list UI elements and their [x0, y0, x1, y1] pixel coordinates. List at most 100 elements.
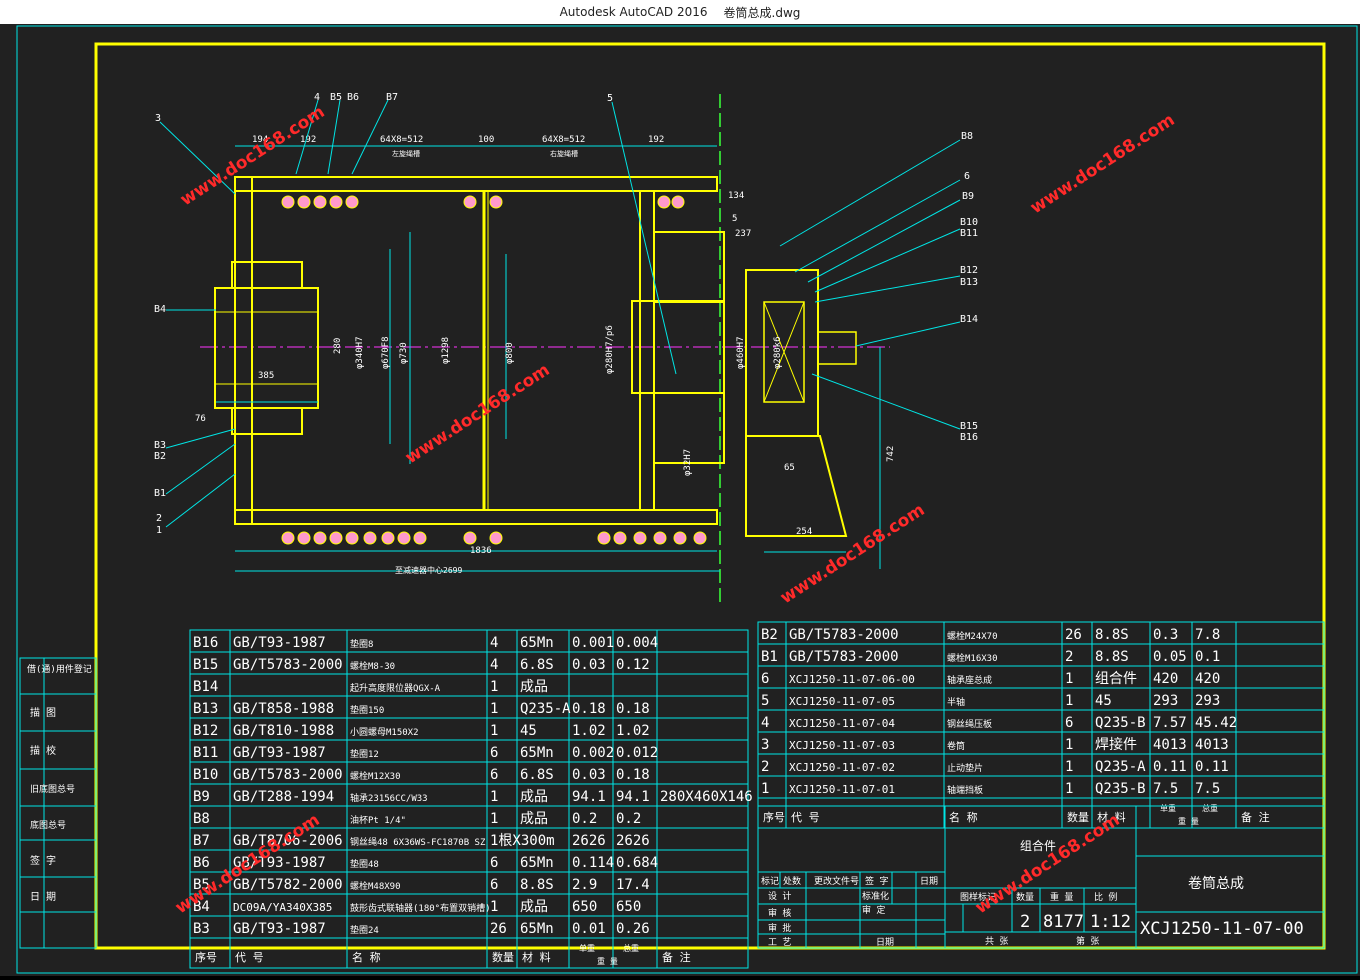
- callout-leaders: [159, 99, 961, 528]
- table-cell: 4: [490, 657, 498, 673]
- table-cell: 起升高度限位器QGX-A: [350, 682, 441, 694]
- table-cell: 280X460X146: [660, 789, 753, 805]
- tb-sheet: 第 张: [1076, 935, 1099, 947]
- rope-groove: [671, 195, 685, 209]
- table-cell: B3: [193, 921, 210, 937]
- drum-assembly-view[interactable]: 194 192 64X8=512 100 64X8=512 192 左旋绳槽 右…: [154, 92, 978, 604]
- tb-process: 工 艺: [768, 937, 791, 948]
- watermark-text: www.doc168.com: [402, 360, 554, 468]
- table-cell: 成品: [520, 899, 548, 915]
- table-cell: 螺栓M8-30: [350, 660, 395, 672]
- table-cell: 0.3: [1153, 627, 1178, 643]
- table-cell: B7: [193, 833, 210, 849]
- callout-b12: B12: [960, 265, 978, 276]
- table-header-cell: 名 称: [949, 810, 978, 824]
- table-cell: 420: [1195, 671, 1220, 687]
- callout-1: 1: [156, 525, 162, 536]
- table-cell: 6: [490, 767, 498, 783]
- table-cell: 26: [490, 921, 507, 937]
- table-cell: 半轴: [947, 696, 965, 708]
- table-cell: 0.2: [616, 811, 641, 827]
- stamp-check: 描 校: [30, 744, 56, 757]
- table-cell: 1: [490, 723, 498, 739]
- table-cell: 2.9: [572, 877, 597, 893]
- callout-b1: B1: [154, 488, 166, 499]
- rope-groove: [633, 531, 647, 545]
- table-cell: GB/T5783-2000: [233, 767, 343, 783]
- callout-b15: B15: [960, 421, 978, 432]
- table-cell: 0.03: [572, 767, 606, 783]
- header-total: 总重: [623, 943, 639, 953]
- table-cell: 螺栓M12X30: [350, 770, 401, 782]
- drum-shell-bottom: [234, 509, 718, 525]
- header-total: 总重: [1202, 803, 1218, 813]
- table-cell: 8.8S: [520, 877, 554, 893]
- table-cell: B4: [193, 899, 210, 915]
- dim-100: 100: [478, 135, 494, 145]
- table-cell: 1: [761, 781, 769, 797]
- table-cell: XCJ1250-11-07-01: [789, 783, 895, 796]
- dim-32h7: φ32H7: [683, 449, 693, 476]
- dim-742: 742: [886, 446, 896, 462]
- table-cell: B12: [193, 723, 218, 739]
- table-cell: 0.001: [572, 635, 614, 651]
- table-cell: 0.26: [616, 921, 650, 937]
- table-header-cell: 数量: [1067, 811, 1089, 824]
- rope-groove: [693, 531, 707, 545]
- tb-approve: 审 批: [768, 922, 791, 934]
- table-cell: 小圆螺母M150X2: [350, 727, 419, 738]
- table-cell: 7.5: [1153, 781, 1178, 797]
- tb-weight-label: 重 量: [1050, 891, 1073, 903]
- rope-groove: [363, 531, 377, 545]
- table-cell: 293: [1195, 693, 1220, 709]
- tb-mark: 标记: [761, 875, 779, 887]
- tb-title: 卷筒总成: [1188, 875, 1244, 892]
- tb-weight: 8177: [1043, 912, 1084, 932]
- table-cell: 6: [1065, 715, 1073, 731]
- title-block[interactable]: 标记 处数 更改文件号 签 字 日期 设 计 审 核 审 批 工 艺 标准化 审…: [757, 805, 1325, 949]
- dim-385: 385: [258, 371, 274, 381]
- window-title-bar: Autodesk AutoCAD 2016 卷筒总成.dwg: [0, 0, 1360, 25]
- table-cell: 6: [490, 745, 498, 761]
- callout-b14: B14: [960, 314, 978, 325]
- callout-3: 3: [155, 113, 161, 124]
- table-cell: 4: [761, 715, 769, 731]
- rope-groove: [329, 531, 343, 545]
- callout-b6: B6: [347, 92, 359, 103]
- table-cell: 1: [490, 811, 498, 827]
- table-cell: 420: [1153, 671, 1178, 687]
- dim-1836: 1836: [470, 546, 492, 556]
- table-cell: GB/T5783-2000: [789, 649, 899, 665]
- rope-groove: [463, 531, 477, 545]
- drawing-canvas[interactable]: 借(通)用件登记 描 图 描 校 旧底图总号 底图总号 签 字 日 期: [0, 24, 1360, 976]
- tb-check: 审 核: [768, 907, 791, 919]
- table-cell: GB/T5782-2000: [233, 877, 343, 893]
- tb-scale-label: 比 例: [1094, 891, 1117, 903]
- table-cell: 0.11: [1195, 759, 1229, 775]
- table-cell: 止动垫片: [947, 762, 983, 774]
